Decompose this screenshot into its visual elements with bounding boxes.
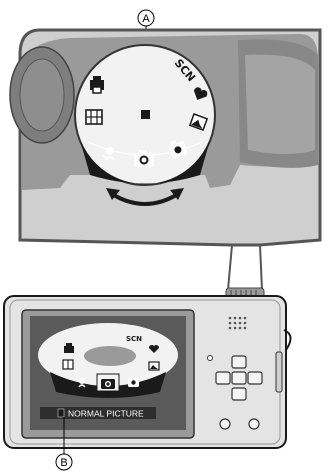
lcd-selection-cursor	[84, 346, 136, 366]
lcd-mode-name: NORMAL PICTURE	[68, 409, 144, 419]
lcd-camera-icon	[101, 379, 115, 389]
cursor-right-button[interactable]	[248, 372, 262, 384]
display-button[interactable]	[220, 419, 230, 429]
cursor-left-button[interactable]	[216, 372, 230, 384]
camera-back: SCN NORMAL PICTURE	[4, 288, 291, 448]
status-lamp	[208, 356, 213, 361]
lcd-mountain-icon	[149, 362, 159, 370]
menu-button[interactable]	[249, 419, 259, 429]
cursor-ok-button[interactable]	[232, 372, 246, 384]
dial-film-icon	[86, 110, 102, 124]
cursor-down-button[interactable]	[232, 388, 246, 400]
lcd-scn-label: SCN	[126, 335, 142, 343]
side-switch[interactable]	[276, 352, 282, 392]
lcd-macro-flower-icon	[79, 378, 85, 387]
cursor-up-button[interactable]	[232, 356, 246, 368]
lcd-film-icon	[63, 360, 73, 369]
zoomed-dial-panel: SCN	[10, 30, 320, 245]
dial-center-marker	[141, 110, 150, 119]
callout-b-label: B	[60, 457, 67, 469]
lcd-self-portrait-icon	[128, 378, 139, 387]
callout-a-label: A	[142, 13, 150, 25]
